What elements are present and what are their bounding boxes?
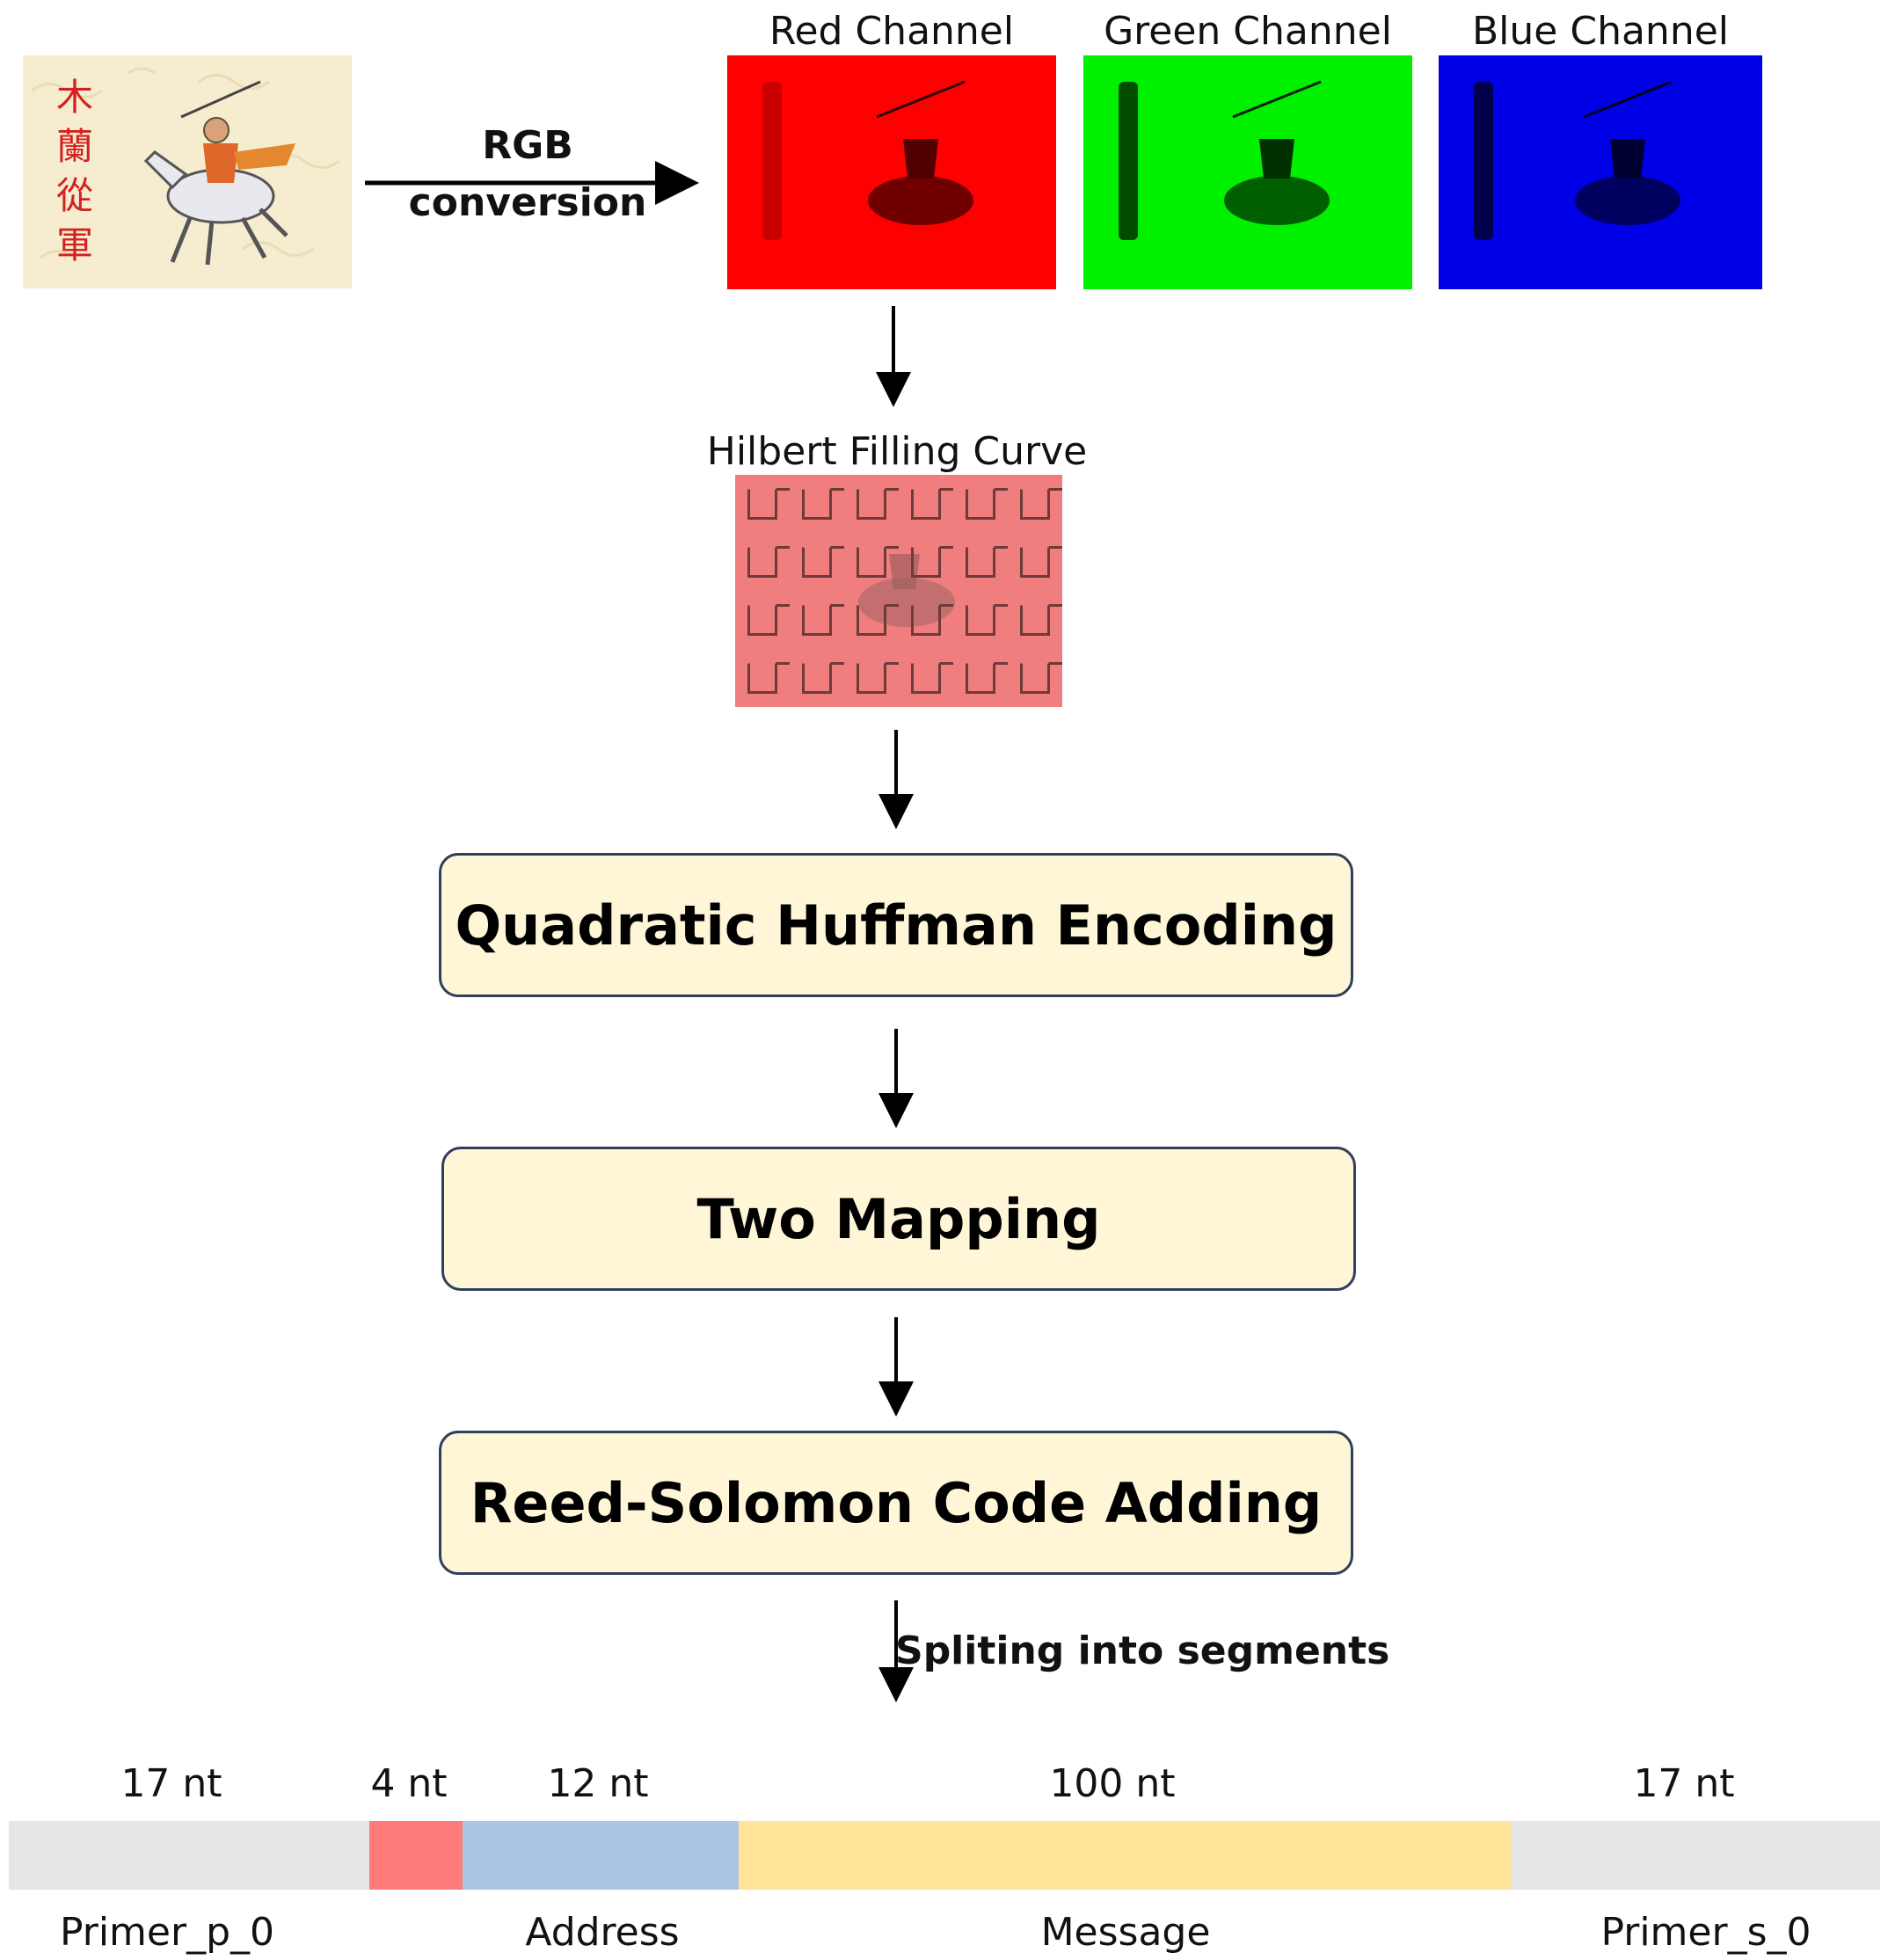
hilbert-image — [735, 475, 1062, 707]
blue-channel-image — [1439, 55, 1762, 289]
source-image: 木蘭從軍 — [23, 55, 352, 288]
channel-label-red: Red Channel — [769, 9, 1015, 54]
segment-primer-s — [1511, 1821, 1880, 1890]
segment-name-primer-p: Primer_p_0 — [59, 1910, 275, 1955]
conversion-label-line1: RGB — [482, 123, 573, 168]
segment-name-address: Address — [525, 1910, 680, 1955]
step-huffman-encoding: Quadratic Huffman Encoding — [439, 853, 1353, 997]
source-illustration — [31, 67, 340, 266]
segment-primer-p — [9, 1821, 369, 1890]
segment-name-primer-s: Primer_s_0 — [1600, 1910, 1811, 1955]
segment-length-message: 100 nt — [1049, 1761, 1176, 1806]
step-two-mapping: Two Mapping — [441, 1147, 1356, 1291]
conversion-label-line2: conversion — [408, 180, 647, 225]
segment-length-primer-p: 17 nt — [120, 1761, 222, 1806]
green-channel-illustration — [1119, 80, 1330, 240]
step-reed-solomon: Reed-Solomon Code Adding — [439, 1431, 1353, 1575]
split-label: Spliting into segments — [895, 1628, 1390, 1673]
segment-message — [739, 1821, 1511, 1890]
segment-length-primer-s: 17 nt — [1633, 1761, 1735, 1806]
segment-length-index: 4 nt — [370, 1761, 448, 1806]
source-caption: 木蘭從軍 — [56, 76, 94, 266]
red-channel-image — [727, 55, 1056, 289]
hilbert-curve-path — [747, 488, 1062, 694]
segment-name-message: Message — [1040, 1910, 1211, 1955]
green-channel-image — [1083, 55, 1412, 289]
segment-address — [463, 1821, 739, 1890]
hilbert-curve-pattern — [747, 488, 1062, 694]
blue-channel-illustration — [1474, 80, 1680, 240]
segment-length-address: 12 nt — [547, 1761, 649, 1806]
channel-label-blue: Blue Channel — [1472, 9, 1729, 54]
hilbert-label: Hilbert Filling Curve — [706, 429, 1088, 474]
red-channel-illustration — [762, 80, 973, 240]
channel-label-green: Green Channel — [1104, 9, 1392, 54]
segment-index — [369, 1821, 463, 1890]
